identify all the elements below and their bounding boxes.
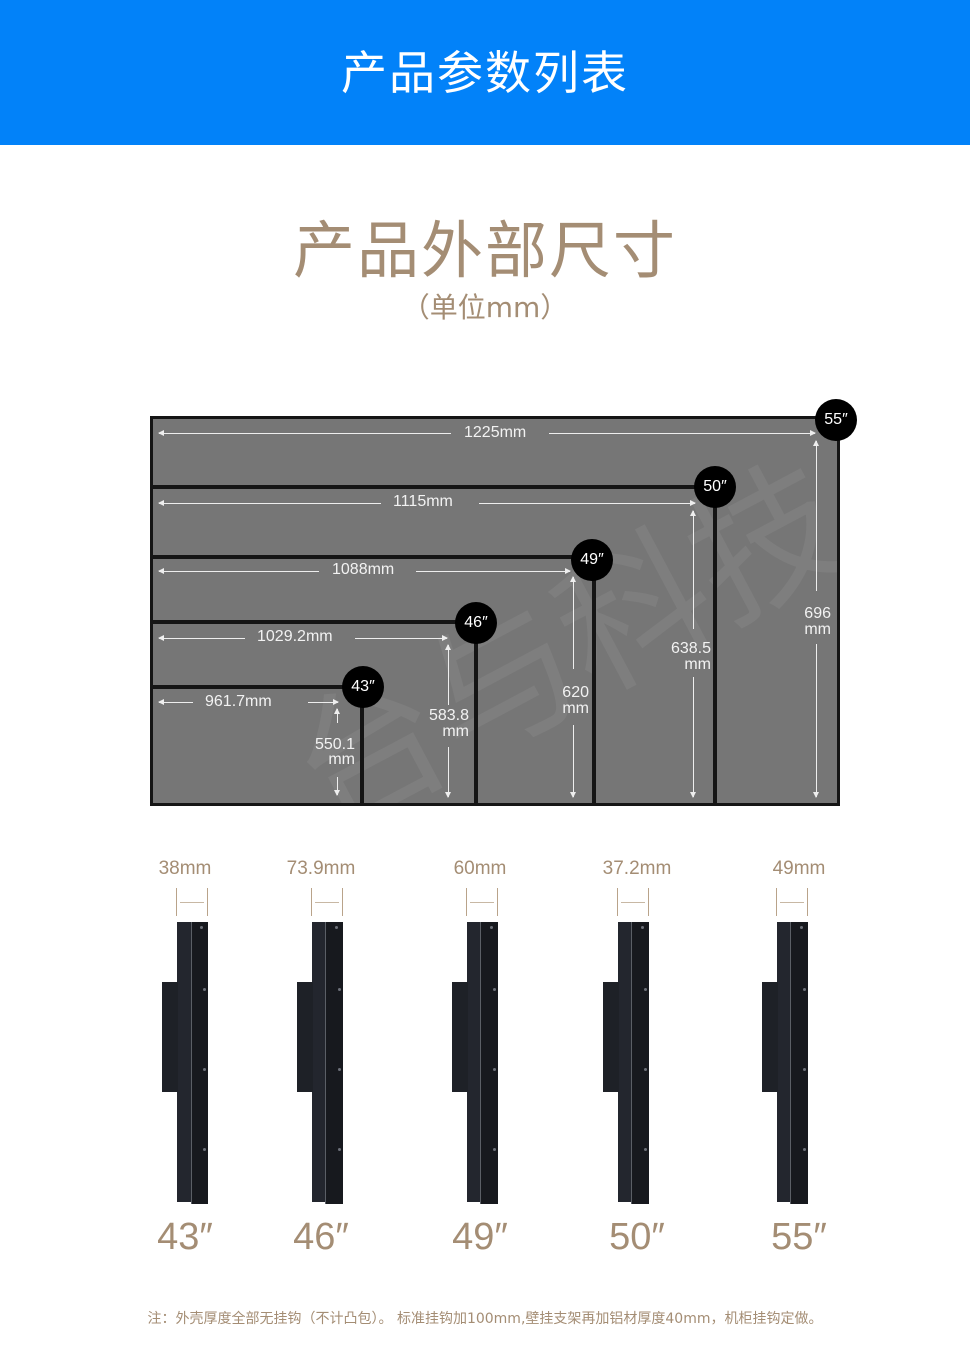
height-43-unit: mm xyxy=(328,751,355,768)
footnote: 注：外壳厚度全部无挂钩（不计凸包）。 标准挂钩加100mm,壁挂支架再加铝材厚度… xyxy=(147,1311,823,1327)
dim-arrow xyxy=(445,747,451,798)
size-badge-46: 46″ xyxy=(455,602,497,644)
dim-arrow xyxy=(479,500,696,506)
thickness-label: 37.2mm xyxy=(602,858,672,879)
height-43-value: 550.1 xyxy=(314,736,355,753)
thickness-label: 73.9mm xyxy=(286,858,356,879)
dim-arrow xyxy=(158,500,381,506)
outline-49-top xyxy=(153,555,594,559)
width-49: 1088mm xyxy=(332,561,395,578)
thickness-bracket xyxy=(176,888,208,916)
width-43: 961.7mm xyxy=(205,693,272,710)
tv-frame xyxy=(191,922,208,1204)
dim-arrow xyxy=(308,699,339,705)
profile-46: 73.9mm 46″ xyxy=(261,858,381,1258)
size-badge-55: 55″ xyxy=(815,399,857,441)
tv-back-panel xyxy=(467,922,481,1202)
tv-edge xyxy=(790,922,791,1204)
profile-49: 60mm 49″ xyxy=(420,858,540,1258)
thickness-label: 38mm xyxy=(158,858,212,879)
outline-46-right xyxy=(474,620,478,803)
dim-arrow xyxy=(570,725,576,798)
size-label: 46″ xyxy=(293,1216,349,1258)
height-55-unit: mm xyxy=(804,621,831,638)
height-49-value: 620 xyxy=(562,684,589,701)
thickness-bracket xyxy=(776,888,808,916)
size-comparison-diagram: 台与科技 1225mm 696 mm 1115mm 638.5 mm 1088m… xyxy=(150,416,840,806)
dim-arrow xyxy=(334,777,340,796)
height-50-value: 638.5 xyxy=(670,640,711,657)
outline-43-top xyxy=(153,685,363,689)
thickness-bracket xyxy=(311,888,343,916)
thickness-label: 60mm xyxy=(453,858,507,879)
outline-46-top xyxy=(153,620,477,624)
tv-rear-box xyxy=(162,982,178,1092)
dim-arrow xyxy=(334,708,340,723)
size-badge-49: 49″ xyxy=(571,539,613,581)
dim-arrow xyxy=(158,699,193,705)
dim-arrow xyxy=(158,635,245,641)
tv-edge xyxy=(325,922,326,1204)
outline-43-right xyxy=(360,685,364,803)
thickness-label: 49mm xyxy=(772,858,826,879)
dim-arrow xyxy=(690,510,696,629)
tv-edge xyxy=(631,922,632,1204)
height-46-unit: mm xyxy=(442,723,469,740)
tv-frame xyxy=(790,922,808,1204)
height-55-value: 696 xyxy=(804,605,831,622)
unit-subtitle: （单位mm） xyxy=(401,291,569,324)
tv-edge xyxy=(480,922,481,1204)
width-55: 1225mm xyxy=(464,424,527,441)
dim-arrow xyxy=(416,568,571,574)
height-49-unit: mm xyxy=(562,700,589,717)
profile-50: 37.2mm 50″ xyxy=(577,858,697,1258)
size-label: 49″ xyxy=(452,1216,508,1258)
tv-frame xyxy=(631,922,649,1204)
tv-rear-box xyxy=(452,982,468,1092)
tv-frame xyxy=(325,922,343,1204)
tv-back-panel xyxy=(618,922,632,1202)
tv-rear-box xyxy=(603,982,619,1092)
tv-edge xyxy=(191,922,192,1204)
dim-arrow xyxy=(813,440,819,591)
width-50: 1115mm xyxy=(393,493,453,510)
dim-arrow xyxy=(158,568,319,574)
dim-arrow xyxy=(549,430,816,436)
height-46-value: 583.8 xyxy=(428,707,469,724)
profile-55: 49mm 55″ xyxy=(739,858,859,1258)
tv-rear-box xyxy=(762,982,778,1092)
size-label: 50″ xyxy=(609,1216,665,1258)
section-title: 产品外部尺寸 xyxy=(292,214,677,287)
height-50-unit: mm xyxy=(684,656,711,673)
profile-43: 38mm 43″ xyxy=(125,858,245,1258)
thickness-bracket xyxy=(617,888,649,916)
outline-50-right xyxy=(713,485,717,803)
dim-arrow xyxy=(690,677,696,798)
thickness-bracket xyxy=(466,888,498,916)
size-label: 43″ xyxy=(157,1216,213,1258)
outline-49-right xyxy=(592,555,596,803)
dim-arrow xyxy=(570,576,576,669)
width-46: 1029.2mm xyxy=(257,628,333,645)
tv-back-panel xyxy=(777,922,791,1202)
outline-50-top xyxy=(153,485,717,489)
tv-back-panel xyxy=(312,922,326,1202)
tv-back-panel xyxy=(177,922,191,1202)
size-badge-43: 43″ xyxy=(342,666,384,708)
dim-arrow xyxy=(813,644,819,798)
header-banner: 产品参数列表 xyxy=(0,0,970,145)
size-badge-50: 50″ xyxy=(694,466,736,508)
size-label: 55″ xyxy=(771,1216,827,1258)
tv-rear-box xyxy=(297,982,313,1092)
dim-arrow xyxy=(355,635,448,641)
dim-arrow xyxy=(158,430,451,436)
dim-arrow xyxy=(445,644,451,705)
page-title: 产品参数列表 xyxy=(341,45,629,100)
tv-frame xyxy=(480,922,498,1204)
